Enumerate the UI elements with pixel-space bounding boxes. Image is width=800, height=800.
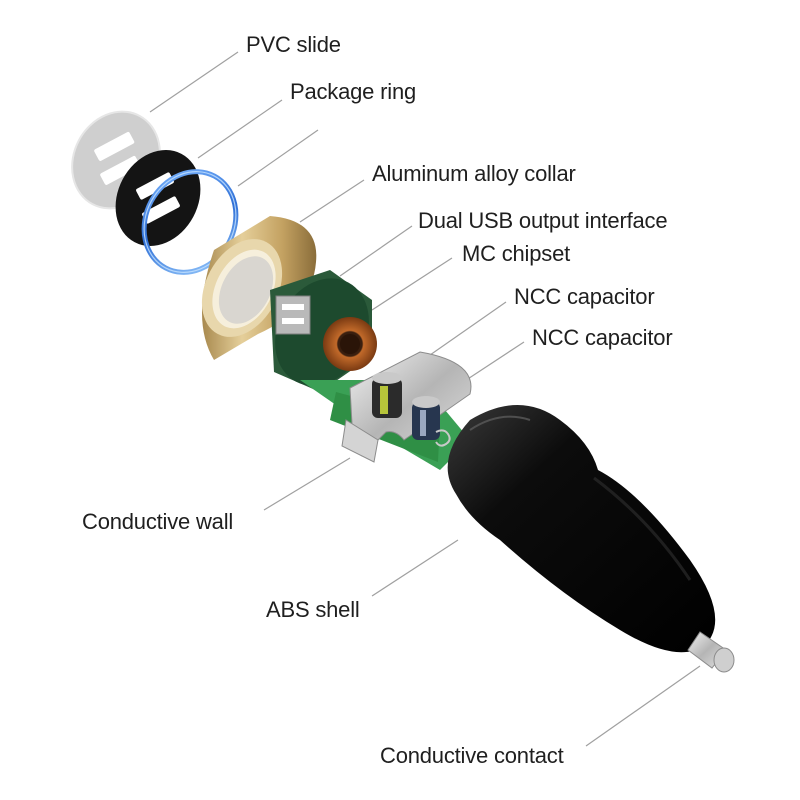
leader-package-ring-2 (237, 129, 319, 187)
label-conductive-wall: Conductive wall (82, 509, 234, 534)
leader-dual-usb (339, 225, 413, 277)
label-package-ring: Package ring (290, 79, 417, 104)
leader-package-ring (197, 99, 283, 159)
leader-mc-chipset (371, 257, 453, 311)
leader-pvc-slide (149, 51, 239, 113)
label-pvc-slide: PVC slide (246, 32, 341, 57)
label-aluminum-collar: Aluminum alloy collar (372, 161, 576, 186)
label-abs-shell: ABS shell (266, 597, 360, 622)
leader-conductive-contact (585, 665, 701, 747)
leader-abs-shell (371, 539, 459, 597)
label-conductive-contact: Conductive contact (380, 743, 564, 768)
label-dual-usb: Dual USB output interface (418, 208, 668, 233)
label-ncc-capacitor-1: NCC capacitor (514, 284, 655, 309)
leader-ncc-1 (419, 301, 507, 363)
leader-lines (149, 51, 701, 747)
abs-shell-icon (447, 405, 716, 653)
contact-tip-icon (687, 631, 735, 673)
leader-conductive-wall (263, 457, 351, 511)
aluminum-collar-icon (201, 216, 317, 360)
label-ncc-capacitor-2: NCC capacitor (532, 325, 673, 350)
leader-collar (299, 179, 365, 223)
label-mc-chipset: MC chipset (462, 241, 571, 266)
capacitor-icon (372, 372, 451, 447)
